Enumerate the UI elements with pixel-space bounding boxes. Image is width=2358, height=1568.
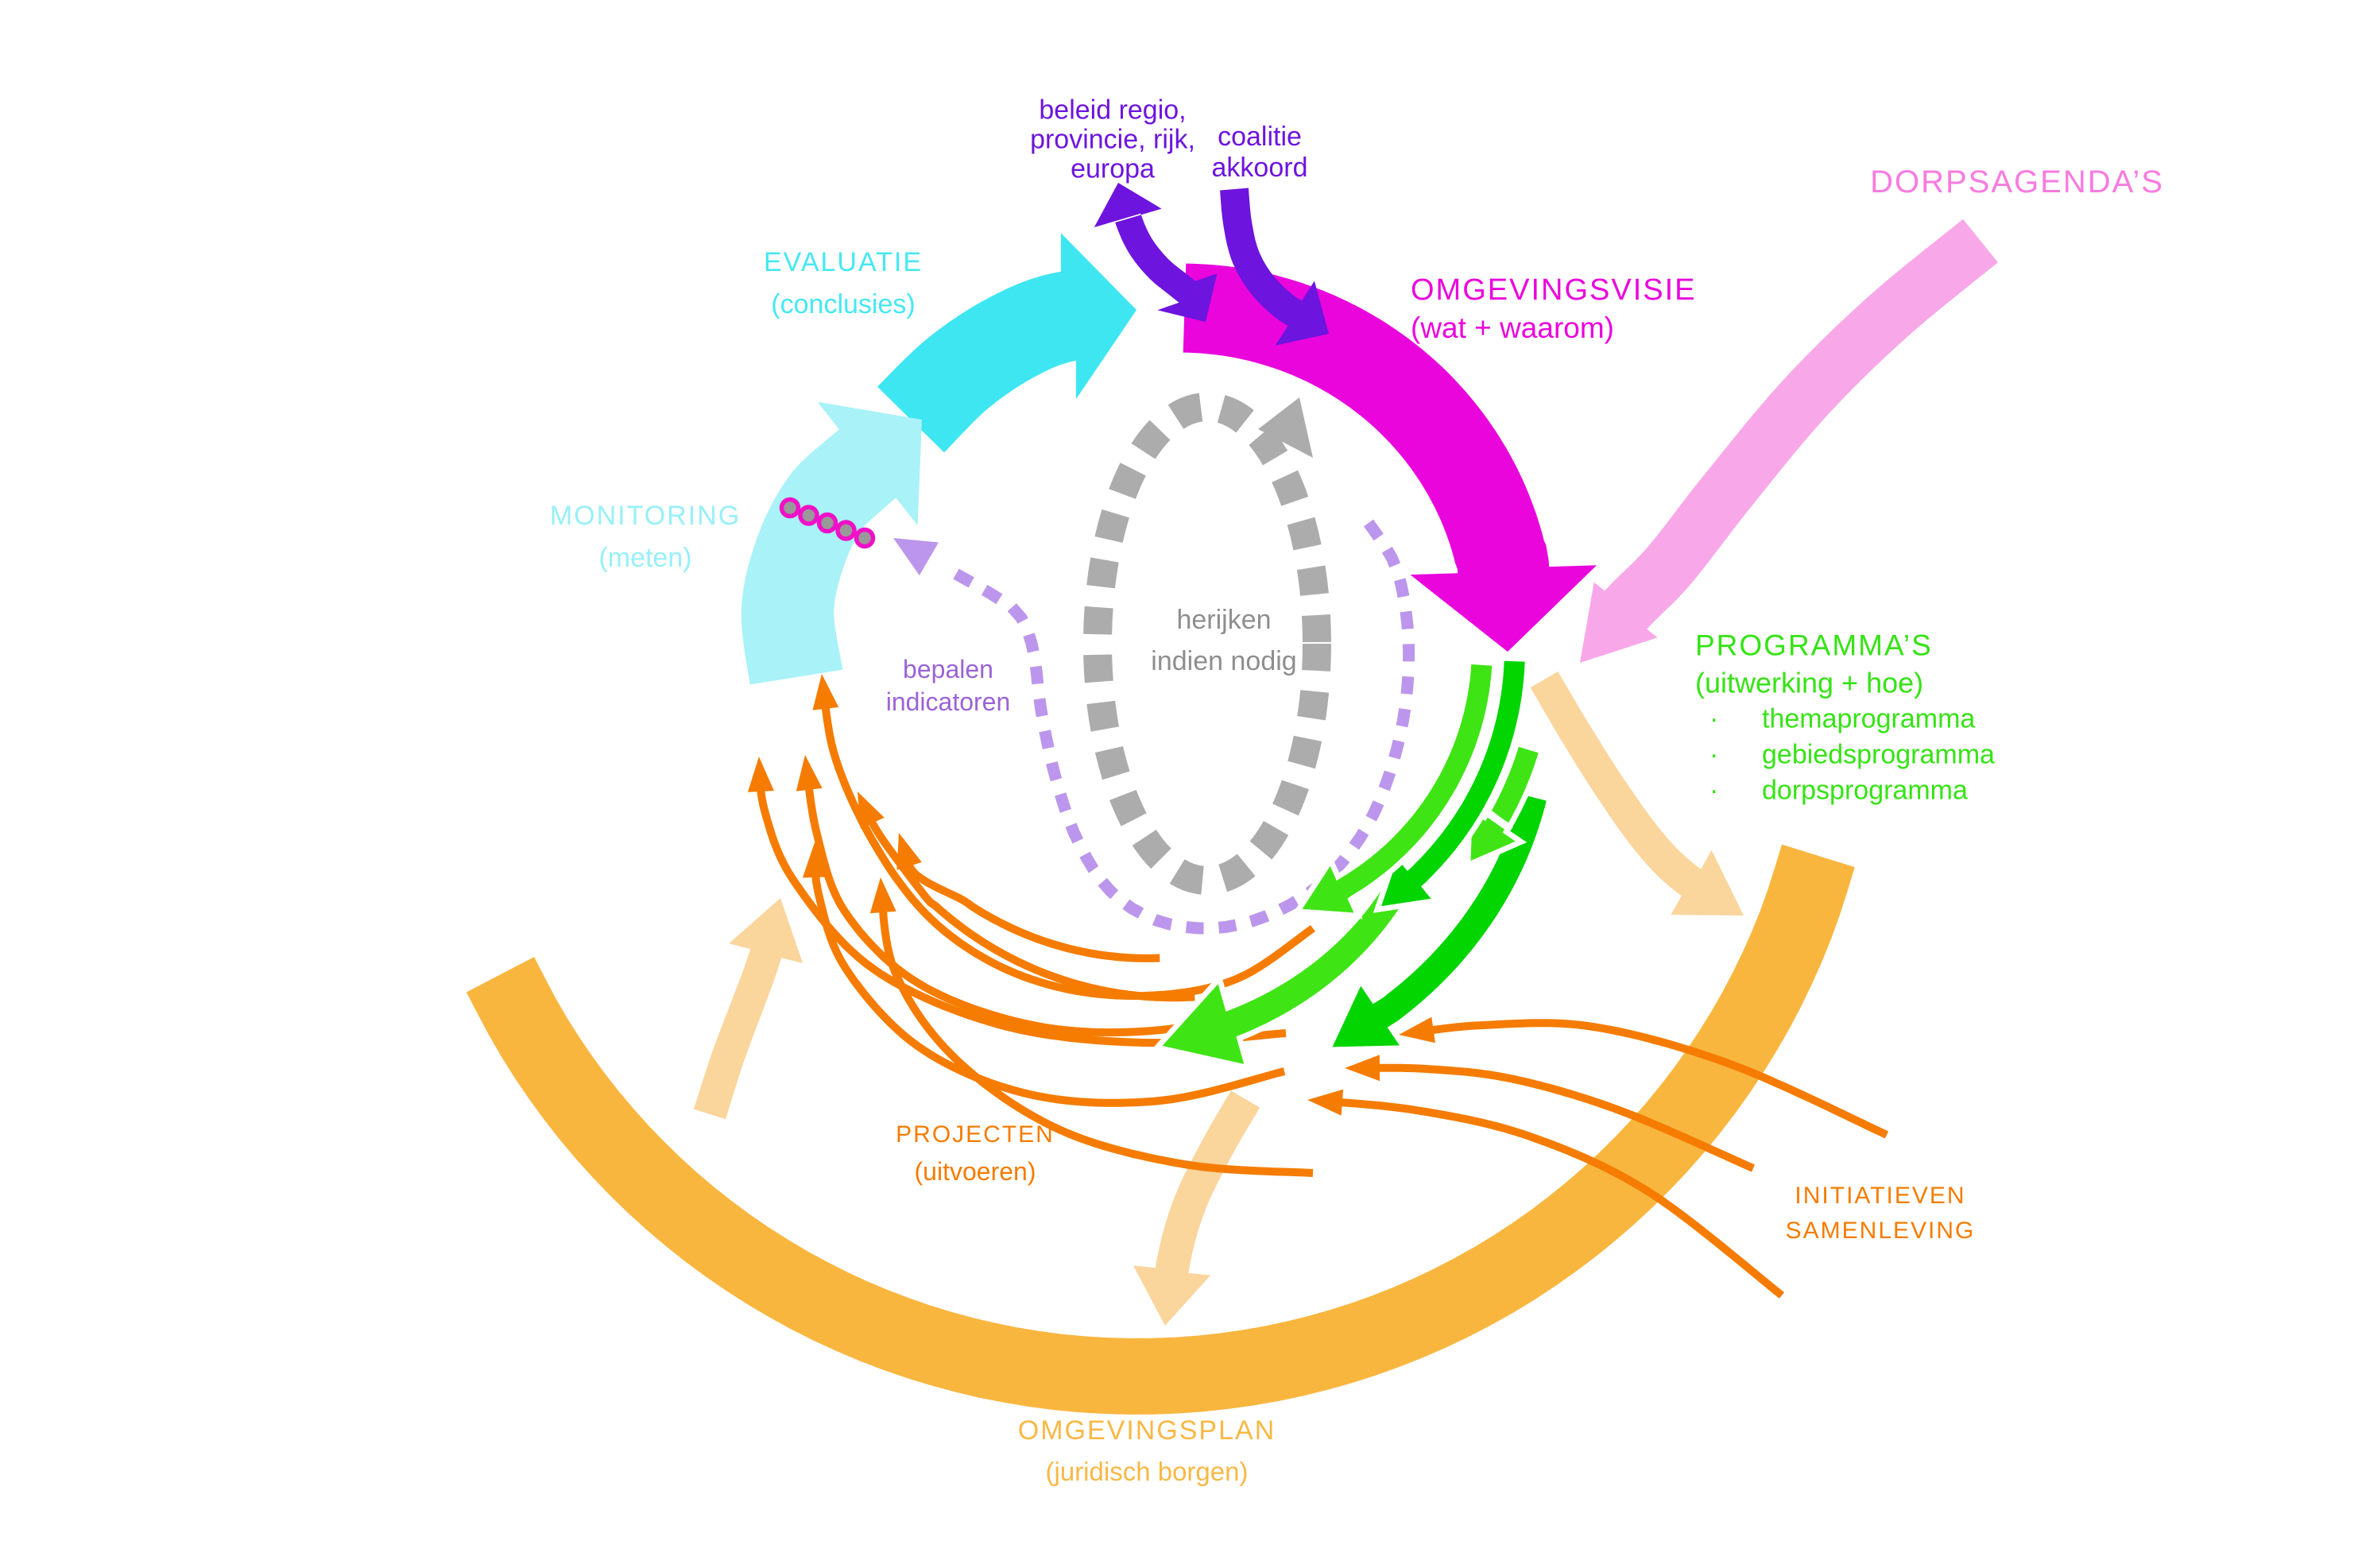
label-bepalen-indicatoren: bepalen indicatoren [886,653,1011,718]
initiatieven-arrow-2-head-icon [1345,1055,1380,1082]
projecten-arrow-6-shaft [811,864,1286,1107]
beleid-line2: provincie, rijk, [1030,124,1195,155]
monitoring-subtitle: (meten) [598,543,692,573]
initiatieven-line2: SAMENLEVING [1785,1218,1976,1244]
coalitie-arrow [1220,188,1329,346]
herijken-arrowhead-icon [1258,397,1313,458]
dorpsagendas-arrow [1580,219,1998,663]
label-dorpsagendas: DORPSAGENDA’S [1870,165,2164,199]
evaluatie-subtitle: (conclusies) [771,289,916,319]
herijken-line2: indien nodig [1151,646,1297,676]
initiatieven-arrow-1-shaft [1420,1019,1889,1139]
bepalen-dashed-arrow-shaft [949,519,1415,935]
initiatieven-arrow-3-head-icon [1307,1089,1344,1116]
projecten-arrow-3-head-icon [747,757,774,792]
bullet-icon: · [1709,703,1719,734]
connector-projecten-to-plan-arrow [1133,1090,1260,1326]
programmas-item-text: gebiedsprogramma [1762,739,1995,770]
connector-plan-to-projecten-arrow [694,898,803,1120]
evaluatie-arrow [877,233,1136,453]
label-monitoring: MONITORING (meten) [550,495,741,579]
initiatieven-arrow-1-head-icon [1399,1016,1435,1043]
projecten-arrow-7-head-icon [869,877,896,914]
monitoring-arrow [741,401,922,685]
projecten-arrow-7-shaft [878,899,1314,1177]
programmas-item: · dorpsprogramma [1695,773,1995,809]
beleid-line1: beleid regio, [1039,95,1187,126]
omgevingsvisie-title: OMGEVINGSVISIE [1411,273,1697,307]
monitoring-dot-icon [835,520,857,541]
herijken-line1: herijken [1176,605,1272,635]
programmas-title: PROGRAMMA’S [1695,629,1933,662]
initiatieven-line1: INITIATIEVEN [1795,1183,1966,1209]
beleid-line3: europa [1071,153,1155,184]
programmas-item-text: dorpsprogramma [1762,775,1968,806]
programma-arrow-outer-short [1373,655,1531,913]
programmas-subtitle: (uitwerking + hoe) [1695,666,1924,699]
programma-arrow-outer-long [1323,787,1554,1053]
projecten-arrow-1-head-icon [812,674,839,710]
programma-arrow-inner-long [1152,870,1418,1072]
label-omgevingsvisie: OMGEVINGSVISIE (wat + waarom) [1411,272,1697,347]
programmas-item-text: themaprogramma [1762,703,1976,734]
bepalen-arrowhead-icon [893,538,939,575]
omgevingsplan-arc [466,844,1855,1415]
monitoring-dot-icon [798,505,819,526]
label-herijken: herijken indien nodig [1151,599,1296,682]
programmas-item: · themaprogramma [1695,702,1995,738]
programmas-item: · gebiedsprogramma [1695,738,1995,773]
label-omgevingsplan: OMGEVINGSPLAN (juridisch borgen) [1018,1410,1276,1493]
projecten-subtitle: (uitvoeren) [914,1157,1036,1186]
herijken-dashed-ellipse [1083,393,1331,895]
programma-arrow-inner-short [1292,658,1498,920]
omgevingsvisie-arrow [1183,263,1597,652]
monitoring-dot-icon [816,512,838,534]
beleid-arrow [1094,183,1218,322]
bepalen-line1: bepalen [903,655,993,683]
projecten-arrow-2-head-icon [796,755,823,792]
monitoring-dot-icon [779,497,801,519]
label-initiatieven-samenleving: INITIATIEVEN SAMENLEVING [1786,1179,1976,1249]
initiatieven-arrow-2-shaft [1366,1063,1755,1172]
bullet-icon: · [1709,775,1719,806]
dorpsagendas-title: DORPSAGENDA’S [1870,165,2164,199]
bepalen-line2: indicatoren [885,687,1011,716]
label-coalitie-akkoord: coalitie akkoord [1212,122,1308,184]
monitoring-title: MONITORING [549,501,741,531]
projecten-arrow-5-head-icon [896,833,922,870]
omgevingsplan-subtitle: (juridisch borgen) [1045,1457,1249,1486]
projecten-title: PROJECTEN [896,1121,1055,1148]
coalitie-line1: coalitie [1218,122,1302,152]
label-projecten: PROJECTEN (uitvoeren) [896,1117,1055,1190]
projecten-arrow-5-shaft [900,853,1160,962]
connector-visie-to-plan-arrow [1530,671,1744,916]
coalitie-line2: akkoord [1211,153,1308,183]
monitoring-dots [779,497,876,549]
omgevingsplan-title: OMGEVINGSPLAN [1017,1415,1276,1446]
evaluatie-title: EVALUATIE [763,247,923,277]
projecten-arrow-4-head-icon [858,792,885,829]
initiatieven-arrow-3-shaft [1329,1098,1785,1299]
label-programmas: PROGRAMMA’S (uitwerking + hoe) · themapr… [1695,627,1995,809]
projecten-arrow-6-head-icon [802,842,829,878]
bullet-icon: · [1709,739,1719,770]
monitoring-dot-icon [854,527,876,549]
label-beleid-regio: beleid regio, provincie, rijk, europa [1030,95,1195,184]
omgevingsvisie-subtitle: (wat + waarom) [1411,312,1614,344]
label-evaluatie: EVALUATIE (conclusies) [764,242,923,326]
